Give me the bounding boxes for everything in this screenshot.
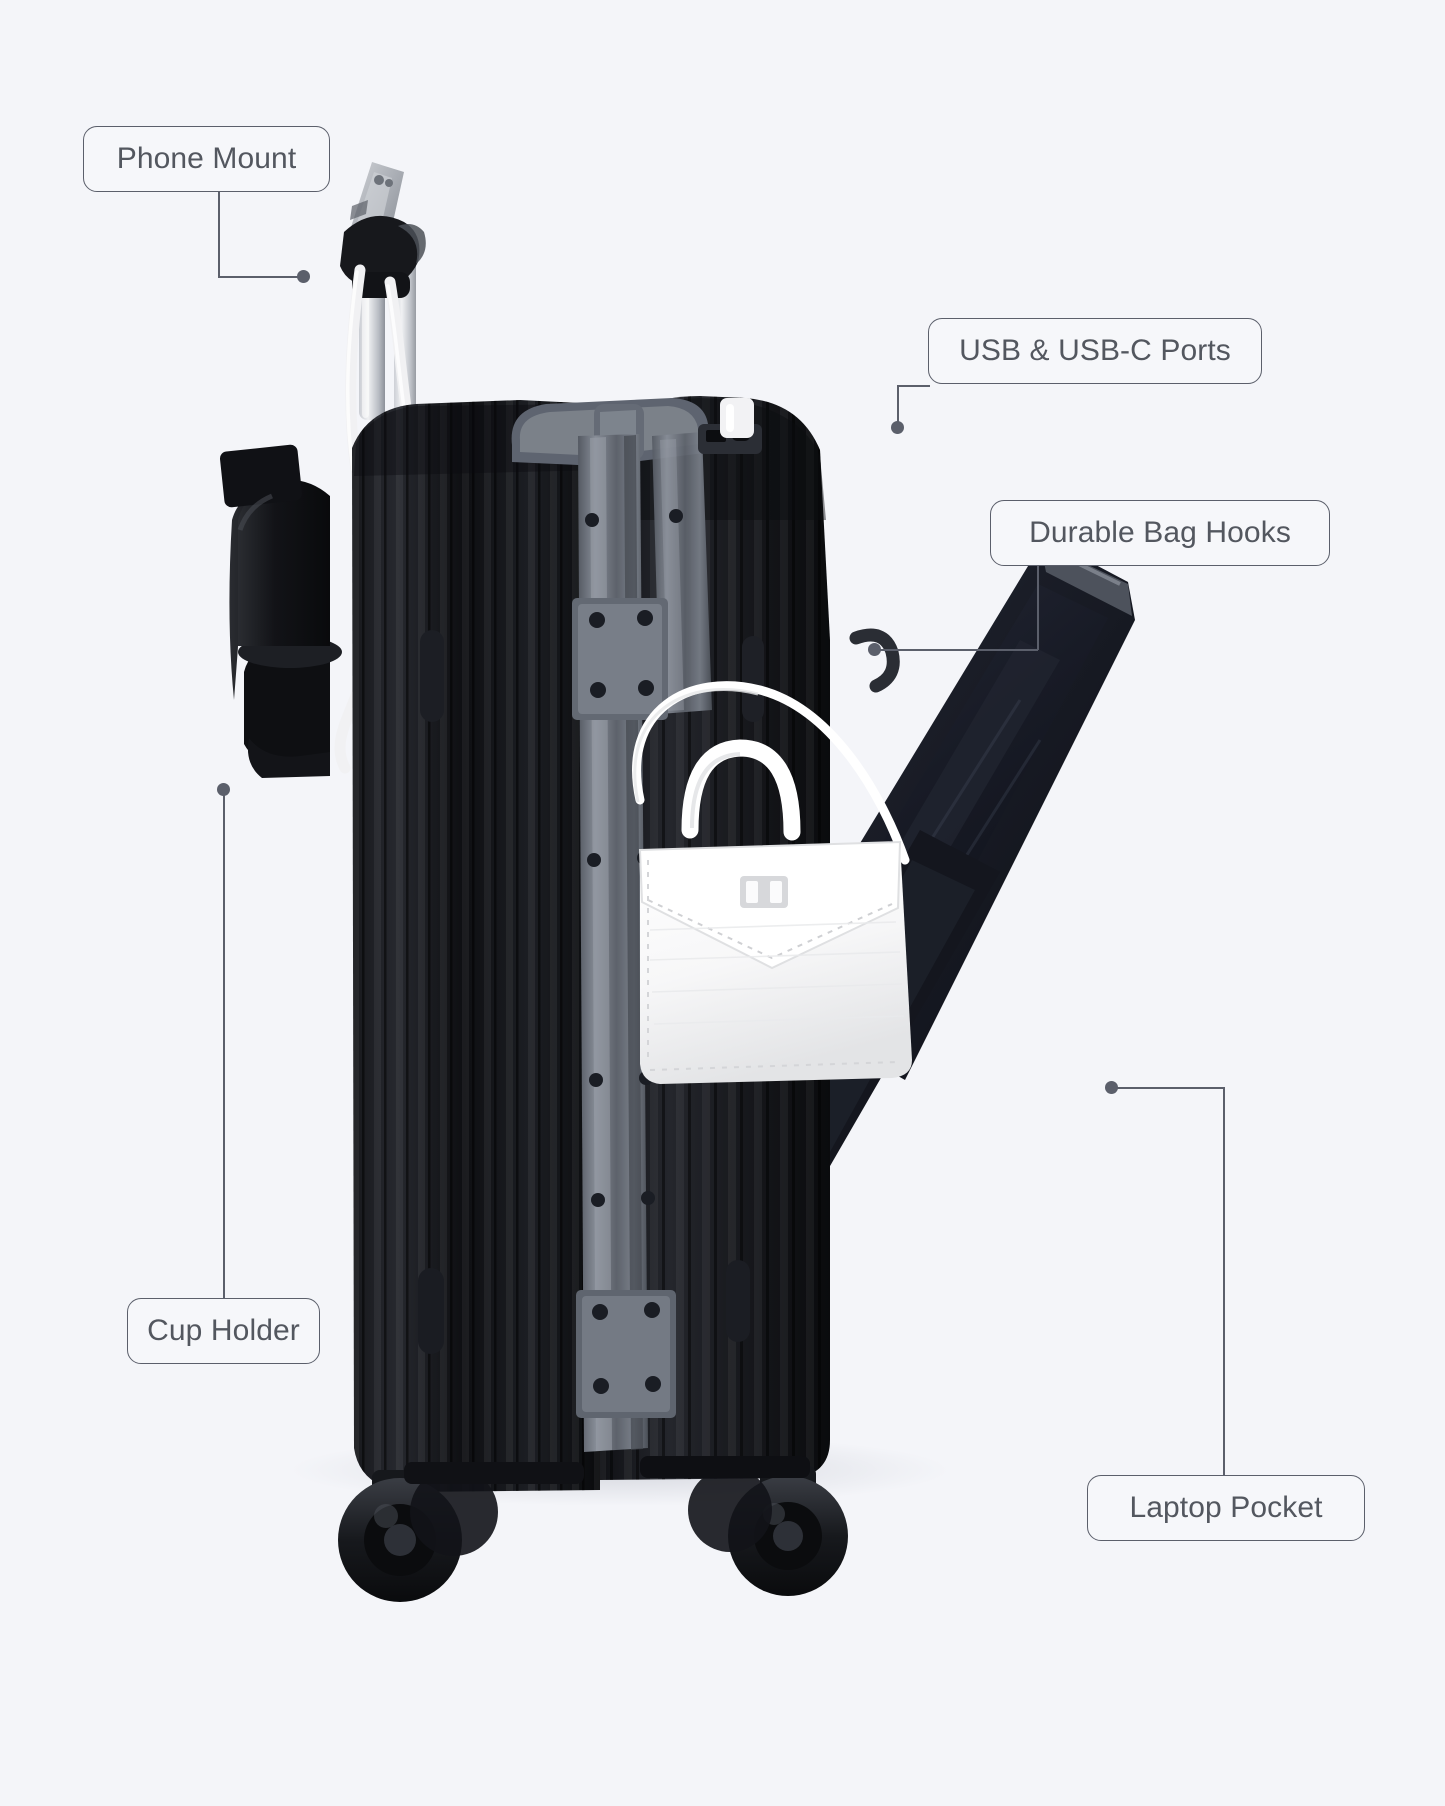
- connector-laptop-horizontal: [1111, 1087, 1224, 1089]
- callout-phone-mount[interactable]: Phone Mount: [83, 126, 330, 192]
- connector-phone-mount-horizontal: [218, 276, 304, 278]
- charging-cable-highlight: [346, 270, 420, 492]
- callout-label-phone-mount: Phone Mount: [116, 142, 297, 175]
- callout-durable-bag-hooks[interactable]: Durable Bag Hooks: [990, 500, 1330, 566]
- suitcase-feet: [404, 1456, 810, 1484]
- callout-usb-ports[interactable]: USB & USB-C Ports: [928, 318, 1262, 384]
- suitcase-top-latch: [511, 398, 712, 466]
- phone-mount-clamp: [340, 215, 426, 298]
- anchor-dot-usb-ports: [891, 421, 904, 434]
- callout-label-cup-holder: Cup Holder: [147, 1314, 300, 1347]
- anchor-dot-phone-mount: [297, 270, 310, 283]
- wheel-rear-right: [688, 1468, 772, 1552]
- connector-hooks-horizontal: [874, 649, 1038, 651]
- wheel-rear-left: [410, 1468, 498, 1556]
- callout-cup-holder[interactable]: Cup Holder: [127, 1298, 320, 1364]
- wheels: [338, 1466, 848, 1602]
- connector-cup-holder-vertical: [223, 789, 225, 1299]
- callout-label-usb-ports: USB & USB-C Ports: [959, 334, 1231, 367]
- suitcase-back-shell: [600, 396, 830, 1480]
- anchor-dot-cup-holder: [217, 783, 230, 796]
- callout-laptop-pocket[interactable]: Laptop Pocket: [1087, 1475, 1365, 1541]
- wheel-front-right: [728, 1466, 848, 1596]
- suitcase-front-shell: [352, 400, 600, 1492]
- suitcase-open-lid: [735, 538, 1135, 1300]
- water-bottle: [219, 444, 330, 700]
- connector-usb-horizontal: [897, 385, 930, 387]
- mounted-phone: [341, 162, 404, 272]
- anchor-dot-laptop-pocket: [1105, 1081, 1118, 1094]
- callout-label-laptop-pocket: Laptop Pocket: [1129, 1491, 1323, 1524]
- telescoping-handle: [359, 230, 416, 420]
- suitcase-hinge-spine: [572, 432, 712, 1452]
- callout-label-durable-bag-hooks: Durable Bag Hooks: [1029, 516, 1291, 549]
- connector-phone-mount-vertical: [218, 192, 220, 277]
- cup-holder-assembly: [238, 636, 342, 778]
- connector-laptop-vertical: [1223, 1087, 1225, 1476]
- connector-hooks-vertical: [1037, 566, 1039, 650]
- anchor-dot-durable-bag-hooks: [868, 643, 881, 656]
- connector-usb-vertical: [897, 385, 899, 428]
- usb-port-module: [698, 398, 762, 454]
- charging-cable: [334, 264, 620, 846]
- wheel-front-left: [338, 1470, 462, 1602]
- handbag: [632, 681, 912, 1084]
